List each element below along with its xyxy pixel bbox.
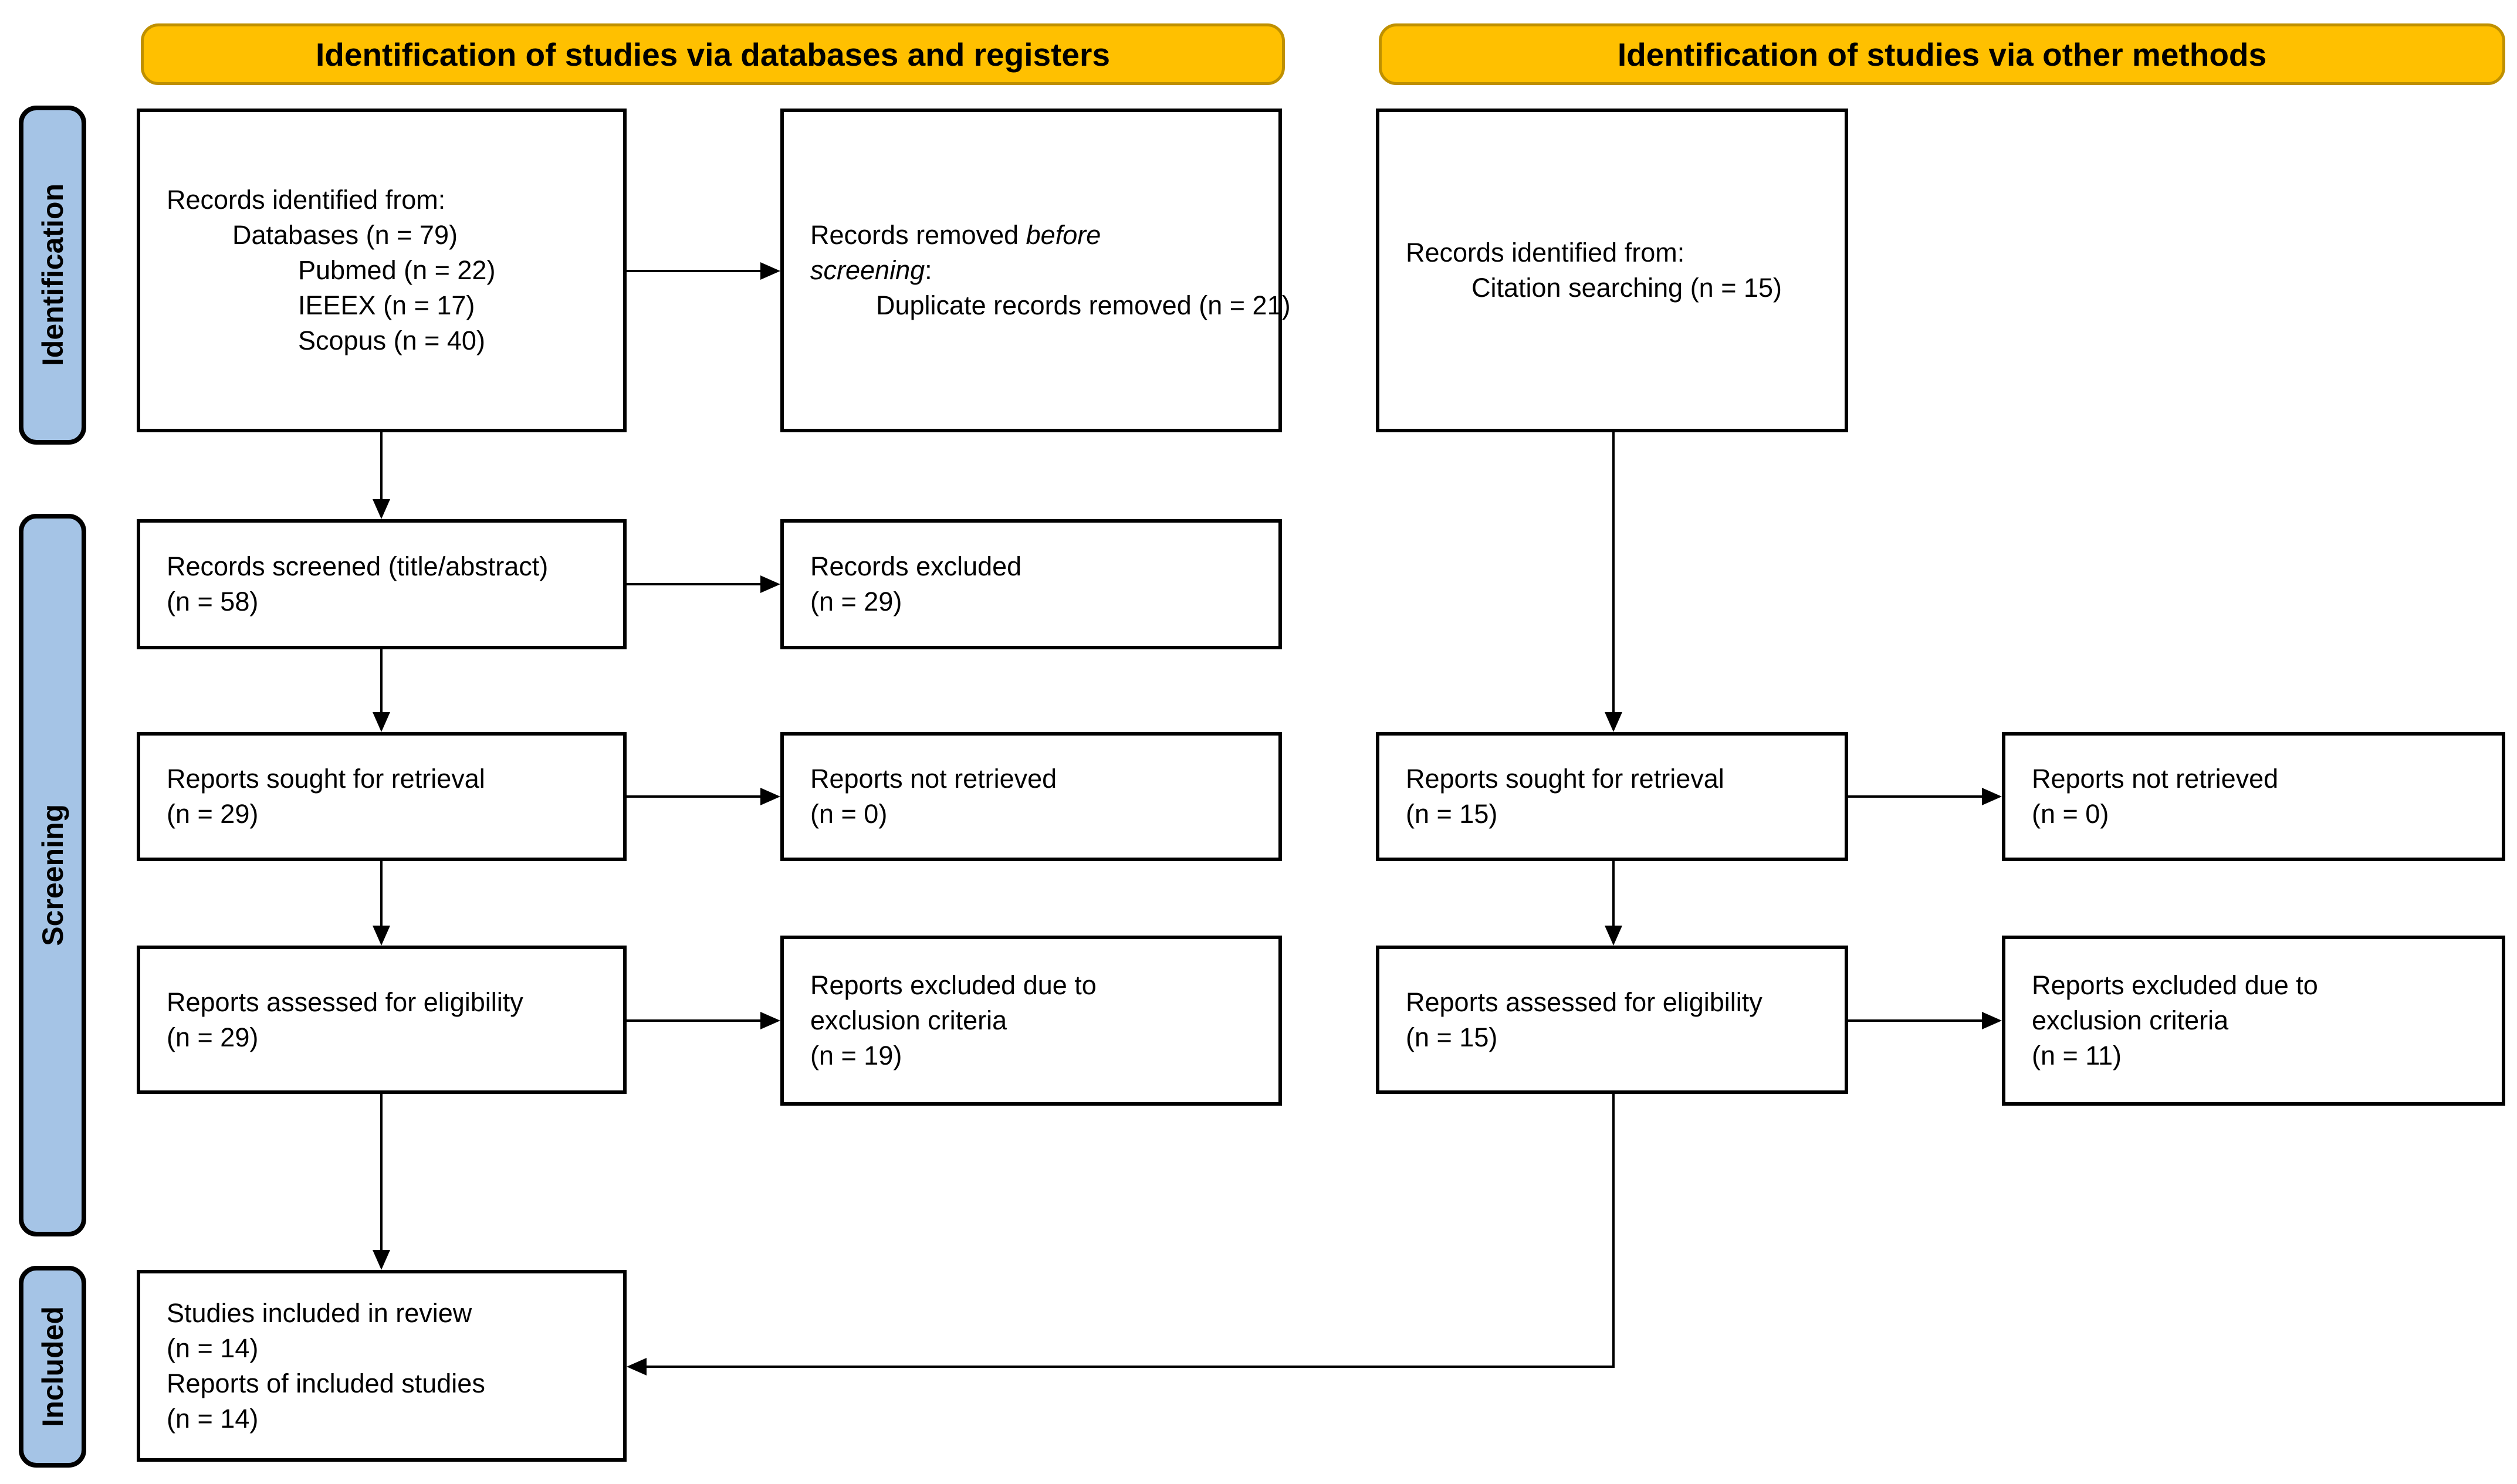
box-line: Records identified from: [1406,238,1685,267]
arrow-assessed-other-to-included [647,1094,1615,1368]
box-line: (n = 15) [1406,1022,1498,1052]
box-line: exclusion criteria [810,1005,1007,1035]
box-records-identified-other: Records identified from: Citation search… [1376,109,1848,432]
box-line: Reports assessed for eligibility [167,987,523,1017]
arrowhead-assessed-to-excluded-criteria [760,1012,780,1029]
header-databases-registers: Identification of studies via databases … [141,23,1285,85]
arrowhead-assessed-to-included [373,1250,390,1270]
header-other-methods: Identification of studies via other meth… [1379,23,2505,85]
box-line: Citation searching (n = 15) [1471,273,1782,303]
box-line: (n = 11) [2032,1041,2122,1070]
box-line: (n = 58) [167,587,259,616]
box-reports-sought-databases: Reports sought for retrieval (n = 29) [137,732,627,861]
arrowhead-sought-to-assessed [373,926,390,946]
box-text-segment: : [925,255,932,285]
box-line: Scopus (n = 40) [298,326,485,355]
box-records-excluded: Records excluded (n = 29) [780,519,1282,649]
box-line: (n = 29) [167,1022,259,1052]
box-records-removed-before-screening: Records removed before screening: Duplic… [780,109,1291,432]
box-reports-assessed-databases: Reports assessed for eligibility (n = 29… [137,946,627,1094]
box-line: Records removed before screening: [810,218,1186,288]
box-line: Reports excluded due to [2032,970,2318,1000]
box-line: Studies included in review [167,1297,472,1328]
header-databases-registers-label: Identification of studies via databases … [316,36,1110,73]
arrowhead-assessed-other-to-excluded-criteria [1982,1012,2002,1029]
box-line: (n = 15) [1406,799,1498,829]
box-line: Reports of included studies [167,1368,485,1398]
box-line: Records screened (title/abstract) [167,551,549,581]
stage-included: Included [19,1266,86,1468]
box-line: IEEEX (n = 17) [298,290,475,320]
box-reports-excluded-criteria-other: Reports excluded due to exclusion criter… [2002,936,2505,1106]
box-line: (n = 0) [810,799,888,829]
arrowhead-assessed-other-to-included [627,1358,647,1375]
box-line: Reports assessed for eligibility [1406,987,1762,1017]
stage-screening: Screening [19,514,86,1236]
box-line: exclusion criteria [2032,1005,2229,1035]
box-line: Reports sought for retrieval [1406,764,1724,794]
box-text-segment: Records removed [810,220,1026,250]
box-line: Duplicate records removed (n = 21) [876,290,1291,320]
box-line: (n = 29) [167,799,259,829]
box-line: (n = 19) [810,1041,902,1070]
box-line: Reports not retrieved [2032,764,2279,794]
box-line: (n = 29) [810,587,902,616]
arrowhead-sought-other-to-not-retrieved [1982,788,2002,805]
box-line: Records identified from: [167,185,446,215]
box-reports-assessed-other: Reports assessed for eligibility (n = 15… [1376,946,1848,1094]
box-text-segment-italic: before screening [810,220,1101,285]
box-line: Pubmed (n = 22) [298,255,496,285]
box-records-identified-databases: Records identified from: Databases (n = … [137,109,627,432]
arrowhead-identified-to-removed [760,262,780,280]
arrowhead-sought-other-to-assessed [1605,926,1622,946]
box-records-screened: Records screened (title/abstract) (n = 5… [137,519,627,649]
arrowhead-screened-to-excluded [760,575,780,593]
box-reports-not-retrieved-other: Reports not retrieved (n = 0) [2002,732,2505,861]
box-reports-sought-other: Reports sought for retrieval (n = 15) [1376,732,1848,861]
stage-identification: Identification [19,106,86,445]
header-other-methods-label: Identification of studies via other meth… [1617,36,2267,73]
box-studies-included: Studies included in review (n = 14) Repo… [137,1270,627,1462]
box-line: Reports not retrieved [810,764,1057,794]
box-line: Databases (n = 79) [232,220,458,250]
box-line: (n = 0) [2032,799,2109,829]
box-line: Reports excluded due to [810,970,1097,1000]
box-line: Reports sought for retrieval [167,764,485,794]
box-reports-not-retrieved-databases: Reports not retrieved (n = 0) [780,732,1282,861]
arrowhead-screened-to-sought [373,712,390,732]
arrowhead-identified-to-screened [373,499,390,519]
arrowhead-sought-to-not-retrieved [760,788,780,805]
arrowhead-citation-to-sought [1605,712,1622,732]
box-line: Records excluded [810,551,1022,581]
box-line: (n = 14) [167,1403,259,1434]
box-reports-excluded-criteria-databases: Reports excluded due to exclusion criter… [780,936,1282,1106]
box-line: (n = 14) [167,1333,259,1363]
